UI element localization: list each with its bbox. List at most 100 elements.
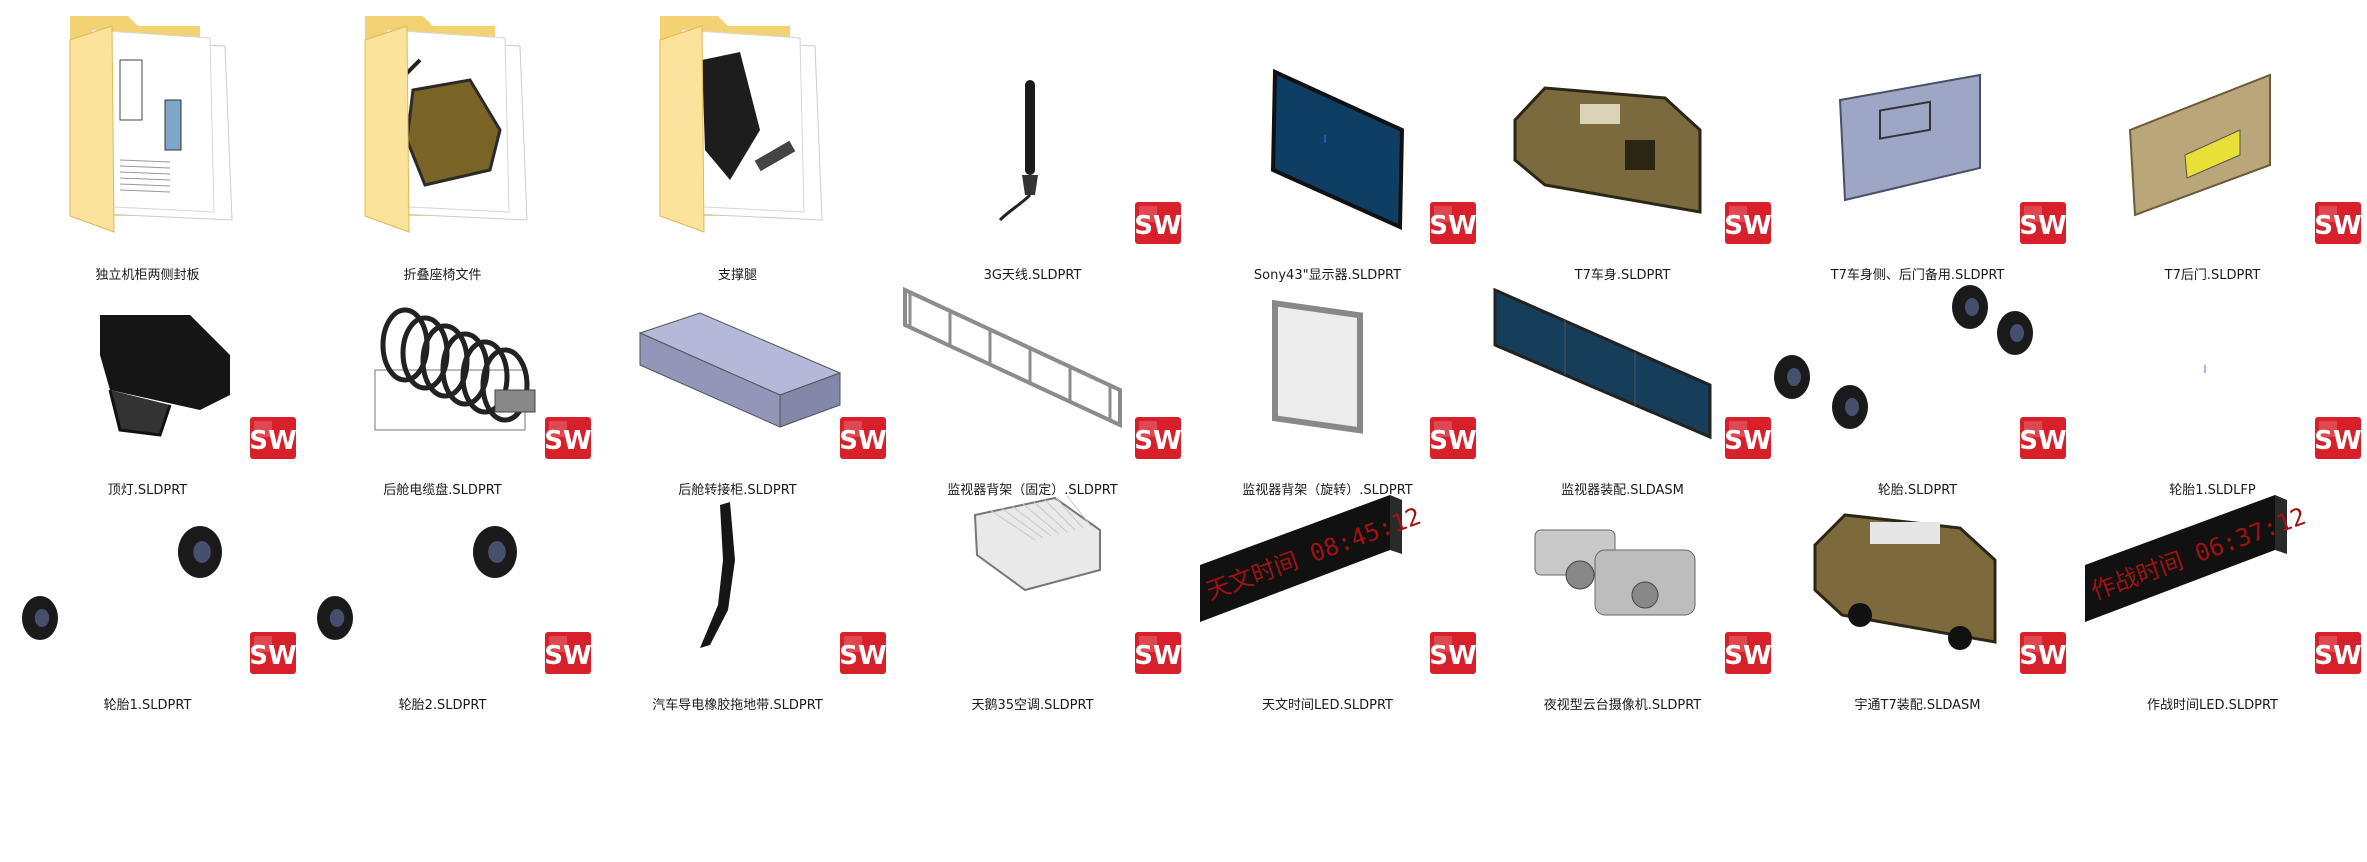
folder-icon bbox=[69, 16, 233, 233]
folder-icon bbox=[659, 16, 823, 233]
solidworks-badge-icon: SW bbox=[2314, 202, 2362, 244]
file-name-label: 天鹅35空调.SLDPRT bbox=[971, 698, 1094, 713]
file-name-label: 作战时间LED.SLDPRT bbox=[2147, 698, 2278, 713]
file-name-label: 汽车导电橡胶拖地带.SLDPRT bbox=[652, 698, 823, 713]
file-thumbnail: SW bbox=[700, 502, 887, 674]
file-thumbnail bbox=[69, 16, 233, 233]
svg-text:SW: SW bbox=[1134, 641, 1181, 671]
svg-text:SW: SW bbox=[1134, 426, 1181, 456]
svg-text:SW: SW bbox=[1429, 426, 1476, 456]
file-thumbnail: SW bbox=[998, 80, 1182, 244]
file-item[interactable]: SW 汽车导电橡胶拖地带.SLDPRT bbox=[590, 410, 887, 713]
folder-item[interactable]: 支撑腿 bbox=[590, 0, 885, 283]
solidworks-badge-icon: SW bbox=[2314, 417, 2362, 459]
solidworks-badge-icon: SW bbox=[249, 417, 297, 459]
svg-text:SW: SW bbox=[2314, 641, 2361, 671]
solidworks-badge-icon: SW bbox=[1724, 417, 1772, 459]
file-thumbnail: SW bbox=[1493, 287, 1772, 459]
solidworks-badge-icon: SW bbox=[1724, 202, 1772, 244]
solidworks-badge-icon: SW bbox=[2019, 202, 2067, 244]
file-thumbnail: SW bbox=[2204, 365, 2362, 459]
solidworks-badge-icon: SW bbox=[1134, 632, 1182, 674]
svg-text:SW: SW bbox=[2019, 641, 2066, 671]
solidworks-badge-icon: SW bbox=[249, 632, 297, 674]
solidworks-badge-icon: SW bbox=[2314, 632, 2362, 674]
solidworks-badge-icon: SW bbox=[2019, 632, 2067, 674]
folder-item[interactable]: 折叠座椅文件 bbox=[295, 0, 590, 283]
solidworks-badge-icon: SW bbox=[1429, 632, 1477, 674]
file-thumbnail: SW bbox=[638, 312, 887, 459]
file-thumbnail: SW bbox=[1813, 513, 2067, 674]
solidworks-badge-icon: SW bbox=[1134, 202, 1182, 244]
file-item[interactable]: SW 天鹅35空调.SLDPRT bbox=[885, 410, 1182, 713]
solidworks-badge-icon: SW bbox=[1429, 202, 1477, 244]
svg-text:SW: SW bbox=[2019, 426, 2066, 456]
file-thumbnail: SW bbox=[374, 307, 592, 459]
folder-item[interactable]: 独立机柜两侧封板 bbox=[0, 0, 295, 283]
svg-text:SW: SW bbox=[2019, 211, 2066, 241]
svg-text:SW: SW bbox=[839, 641, 886, 671]
svg-text:SW: SW bbox=[249, 426, 296, 456]
file-thumbnail: SW bbox=[2128, 73, 2362, 244]
solidworks-badge-icon: SW bbox=[544, 632, 592, 674]
solidworks-badge-icon: SW bbox=[2019, 417, 2067, 459]
svg-text:SW: SW bbox=[2314, 211, 2361, 241]
svg-text:SW: SW bbox=[1429, 641, 1476, 671]
svg-text:SW: SW bbox=[544, 641, 591, 671]
svg-text:SW: SW bbox=[249, 641, 296, 671]
file-thumbnail: SW bbox=[973, 495, 1182, 674]
solidworks-badge-icon: SW bbox=[544, 417, 592, 459]
svg-text:SW: SW bbox=[1724, 211, 1771, 241]
solidworks-badge-icon: SW bbox=[839, 417, 887, 459]
folder-icon bbox=[364, 16, 528, 233]
file-item[interactable]: SW 轮胎1.SLDPRT bbox=[0, 410, 297, 713]
file-thumbnail: SW bbox=[1534, 529, 1772, 674]
svg-text:SW: SW bbox=[544, 426, 591, 456]
solidworks-badge-icon: SW bbox=[1429, 417, 1477, 459]
svg-text:SW: SW bbox=[1429, 211, 1476, 241]
file-thumbnail: SW bbox=[1513, 86, 1772, 244]
file-thumbnail bbox=[364, 16, 528, 233]
file-thumbnail: SW bbox=[1272, 299, 1477, 459]
file-name-label: 宇通T7装配.SLDASM bbox=[1854, 698, 1981, 713]
file-item[interactable]: SW 宇通T7装配.SLDASM bbox=[1770, 410, 2067, 713]
svg-text:SW: SW bbox=[839, 426, 886, 456]
file-thumbnail: SW bbox=[22, 526, 297, 674]
svg-text:SW: SW bbox=[2314, 426, 2361, 456]
solidworks-badge-icon: SW bbox=[839, 632, 887, 674]
file-thumbnail bbox=[659, 16, 823, 233]
file-thumbnail: SW bbox=[903, 286, 1182, 459]
file-thumbnail: SW bbox=[100, 315, 297, 459]
file-item[interactable]: SW 轮胎2.SLDPRT bbox=[295, 410, 592, 713]
solidworks-badge-icon: SW bbox=[1724, 632, 1772, 674]
file-name-label: 天文时间LED.SLDPRT bbox=[1262, 698, 1393, 713]
file-thumbnail: SW bbox=[317, 526, 592, 674]
svg-text:SW: SW bbox=[1724, 426, 1771, 456]
file-name-label: 轮胎1.SLDPRT bbox=[103, 698, 192, 713]
svg-text:SW: SW bbox=[1724, 641, 1771, 671]
solidworks-badge-icon: SW bbox=[1134, 417, 1182, 459]
file-thumbnail: SW bbox=[1270, 68, 1477, 244]
svg-text:SW: SW bbox=[1134, 211, 1181, 241]
file-name-label: 轮胎2.SLDPRT bbox=[398, 698, 487, 713]
file-thumbnail: SW bbox=[1774, 285, 2067, 459]
